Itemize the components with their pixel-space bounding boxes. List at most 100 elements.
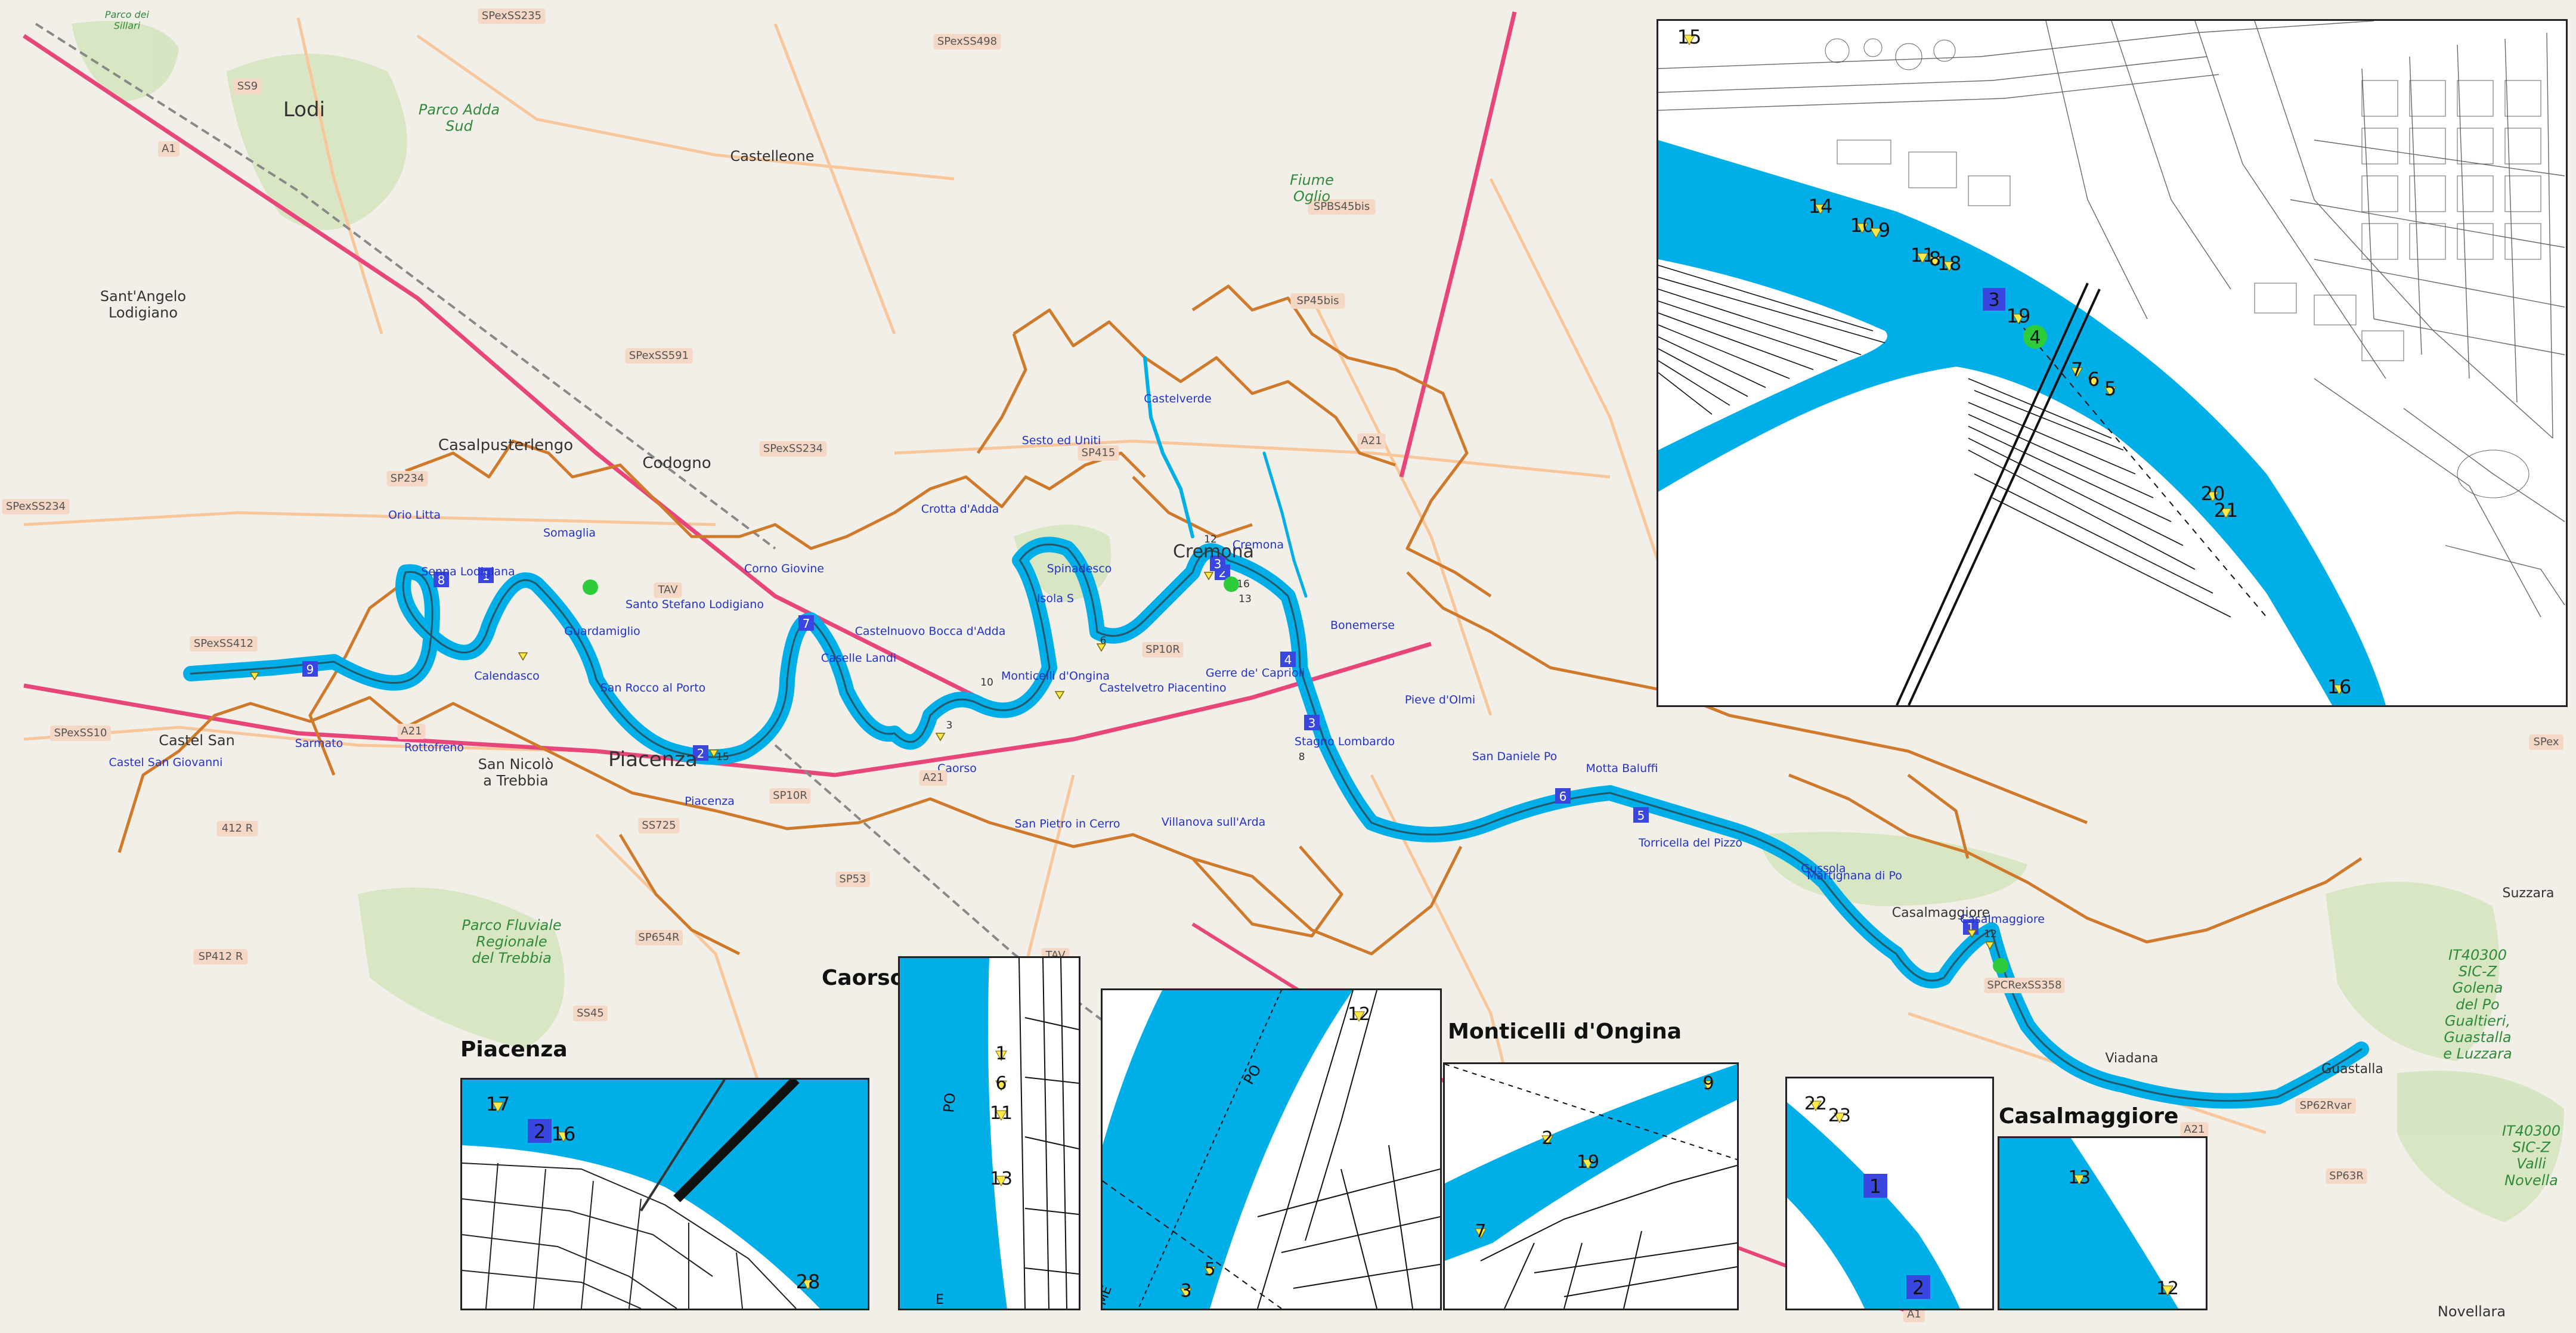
inset-site-marker[interactable] [1906, 1275, 1930, 1299]
blue-square-icon[interactable] [693, 745, 708, 761]
blue-square-icon[interactable] [434, 572, 449, 587]
municipality-label: Somaglia [543, 526, 596, 540]
yellow-triangle-icon[interactable] [1702, 1080, 1714, 1092]
inset-point-label: 12 [2156, 1278, 2179, 1299]
site-marker-label: 4 [1284, 653, 1292, 667]
blue-square-icon[interactable] [1633, 807, 1649, 823]
yellow-triangle-icon[interactable] [1870, 228, 1882, 239]
road-label: SP45bis [1297, 294, 1339, 307]
road-shield [625, 348, 693, 364]
road-label: SS725 [642, 819, 676, 832]
yellow-triangle-icon[interactable] [1834, 1112, 1846, 1124]
yellow-triangle-icon[interactable] [995, 1080, 1007, 1092]
blue-square-icon[interactable] [1280, 652, 1296, 667]
inset-point-label: 16 [2327, 675, 2352, 698]
municipality-label: Casalmaggiore [1960, 913, 2045, 926]
yellow-triangle-icon[interactable] [2207, 491, 2219, 503]
municipality-label: Caorso [937, 762, 977, 775]
inset-point-label: 20 [2201, 482, 2225, 505]
city-blocks [1825, 38, 2541, 498]
blue-square-icon[interactable] [478, 568, 494, 583]
blue-square-icon[interactable] [1555, 788, 1571, 804]
yellow-triangle-icon[interactable] [1683, 35, 1695, 46]
place-label: Guastalla [2321, 1062, 2383, 1077]
inset-title-casalmaggiore: Casalmaggiore [1999, 1104, 2179, 1129]
point-label: 3 [946, 720, 953, 731]
road-label: SP53 [839, 873, 866, 885]
yellow-triangle-icon[interactable] [2071, 367, 2083, 379]
yellow-triangle-icon[interactable] [2073, 1174, 2085, 1186]
yellow-triangle-icon[interactable] [1856, 223, 1868, 234]
inset-title-monticelli: Monticelli d'Ongina [1448, 1019, 1682, 1044]
yellow-triangle-icon[interactable] [1929, 256, 1941, 268]
yellow-triangle-icon[interactable] [492, 1102, 504, 1113]
yellow-triangle-icon[interactable] [558, 1132, 569, 1143]
yellow-triangle-icon[interactable] [1582, 1159, 1594, 1170]
road-shield [397, 724, 426, 739]
road-shield [158, 141, 179, 157]
inset-site-marker[interactable] [1983, 288, 2005, 311]
road-shield [2295, 1098, 2356, 1114]
yellow-triangle-icon[interactable] [1815, 204, 1826, 215]
yellow-triangle-icon[interactable] [2088, 377, 2100, 388]
point-label: 16 [1237, 578, 1250, 590]
road-label: A21 [2184, 1123, 2205, 1136]
point-label: 12 [1984, 928, 1997, 940]
inset-bridge-marker[interactable] [2023, 325, 2047, 349]
yellow-triangle-icon[interactable] [2104, 386, 2116, 398]
inset-river-label: PO [940, 1092, 959, 1114]
road-shield [2529, 734, 2563, 750]
municipality-label: Monticelli d'Ongina [1001, 669, 1110, 683]
yellow-triangle-icon[interactable] [2012, 314, 2024, 325]
road-shield [1308, 199, 1376, 215]
blue-square-icon[interactable] [1304, 715, 1320, 730]
yellow-triangle-icon[interactable] [1943, 261, 1955, 272]
road-shield [919, 770, 948, 786]
road-shield [50, 726, 111, 741]
bridge-dot[interactable] [583, 579, 598, 595]
inset-point-label: 6 [2088, 368, 2100, 390]
road-label: SPexSS234 [6, 500, 66, 513]
municipality-label: Santo Stefano Lodigiano [626, 598, 764, 611]
road-shield [1078, 445, 1119, 461]
yellow-triangle-icon[interactable] [1353, 1011, 1365, 1022]
road-label: SS9 [237, 80, 258, 92]
yellow-triangle-icon[interactable] [995, 1110, 1007, 1121]
blue-square-icon[interactable] [798, 615, 814, 631]
yellow-triangle-icon[interactable] [1180, 1288, 1192, 1299]
yellow-triangle-icon[interactable] [2333, 684, 2345, 696]
yellow-triangle-icon[interactable] [1810, 1100, 1822, 1112]
inset-site-label: 1 [1869, 1175, 1881, 1198]
municipality-label: Stagno Lombardo [1295, 735, 1395, 748]
bridge-dot[interactable] [1993, 958, 2008, 974]
inset-point-label: 11 [990, 1103, 1013, 1124]
blue-square-icon[interactable] [302, 661, 318, 677]
place-label: Cremona [1173, 541, 1254, 562]
road-label: SPexSS412 [194, 637, 253, 650]
yellow-triangle-icon[interactable] [802, 1279, 814, 1291]
inset-site-marker[interactable] [1863, 1174, 1887, 1198]
road-label: SPexSS234 [763, 442, 823, 455]
yellow-triangle-icon[interactable] [2162, 1285, 2174, 1297]
bridge-dot[interactable] [1224, 576, 1239, 592]
place-label: Lodi [283, 98, 325, 122]
yellow-triangle-icon[interactable] [1204, 1266, 1216, 1278]
yellow-triangle-icon[interactable] [995, 1176, 1007, 1187]
yellow-triangle-icon[interactable] [1916, 253, 1928, 264]
inset-point-label: 13 [990, 1168, 1013, 1189]
yellow-triangle-icon[interactable] [1541, 1135, 1553, 1146]
yellow-triangle-icon[interactable] [2220, 508, 2232, 519]
yellow-triangle-icon[interactable] [1475, 1228, 1487, 1239]
blue-square-icon[interactable] [1210, 556, 1225, 571]
road-label: SPexSS235 [482, 10, 541, 22]
inset-site-marker[interactable] [528, 1119, 552, 1143]
yellow-triangle-icon[interactable] [995, 1050, 1007, 1062]
